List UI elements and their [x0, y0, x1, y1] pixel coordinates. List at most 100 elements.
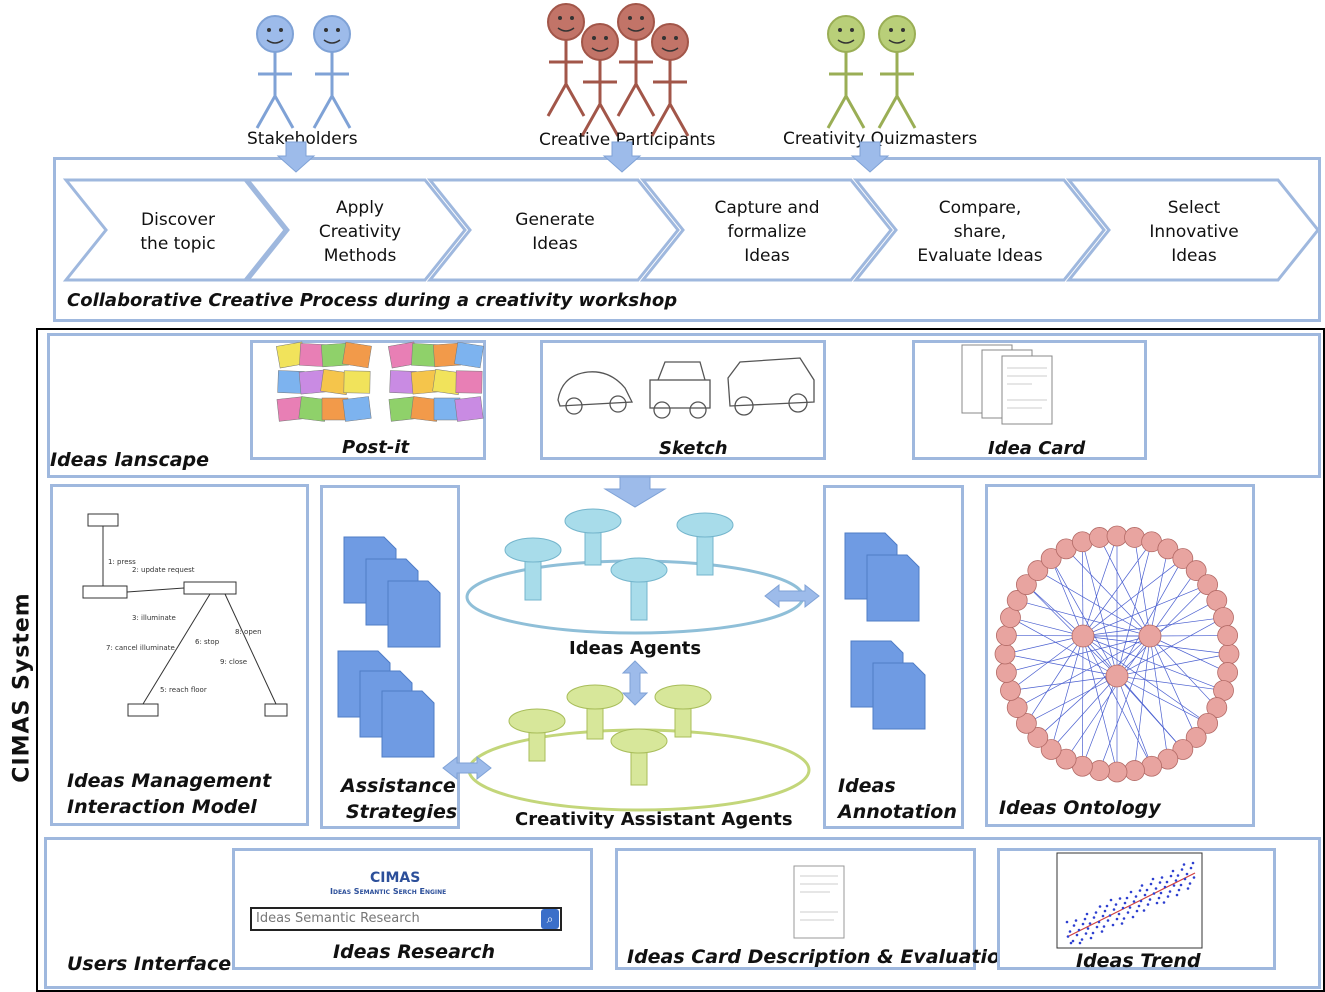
trend-point [1140, 884, 1144, 887]
ontology-node [1071, 531, 1093, 553]
trend-point [1077, 928, 1081, 932]
sketch-cars-image [557, 357, 815, 419]
actor-figure-icon [650, 23, 690, 137]
trend-point [1146, 903, 1150, 906]
actor-stakeholders-label: Stakeholders [247, 129, 358, 149]
ontology-edge [1082, 584, 1208, 637]
postit-note [454, 396, 484, 422]
agent-icon [564, 508, 622, 566]
ontology-graph [994, 525, 1240, 783]
ontology-edge [1149, 635, 1218, 708]
agent-icon [504, 537, 562, 601]
ontology-node [1015, 712, 1037, 734]
process-step-line: Select [1167, 198, 1221, 218]
trend-point [1132, 900, 1136, 903]
ontology-edge [1050, 558, 1118, 677]
trend-point [1145, 888, 1149, 892]
process-step-line: Compare, [938, 198, 1022, 218]
actor-figure-icon [616, 3, 656, 117]
ontology-edge [1149, 635, 1197, 738]
ontology-edge [1116, 584, 1208, 677]
ideas-research-label: Ideas Research [333, 941, 496, 963]
strategy-documents-icon [337, 536, 441, 758]
ontology-edge [1116, 617, 1224, 677]
process-step-line: Ideas [1171, 246, 1217, 266]
postit-label: Post-it [342, 437, 410, 458]
process-step-chevron [1065, 178, 1320, 282]
ontology-edge [1065, 548, 1151, 637]
trend-point [1138, 889, 1142, 892]
trend-point [1177, 888, 1181, 892]
trend-point [1086, 927, 1090, 930]
trend-point [1115, 917, 1119, 921]
ontology-node [1197, 574, 1219, 596]
ontology-edge [1116, 653, 1230, 677]
trend-point [1122, 917, 1126, 920]
ontology-node [1157, 538, 1179, 560]
process-chevrons [62, 141, 1320, 282]
process-step-line: the topic [140, 234, 216, 254]
trend-point [1176, 874, 1180, 877]
ontology-edge [1082, 535, 1118, 637]
actor-figure-icon [877, 15, 917, 129]
trend-point [1163, 885, 1167, 889]
ontology-edge [1026, 635, 1084, 724]
ontology-edge [1017, 635, 1151, 708]
process-step-line: Generate [515, 210, 595, 230]
actor-figure-icon [255, 15, 295, 129]
assistance-label-2: Strategies [346, 801, 458, 823]
ontology-node [1040, 739, 1062, 760]
trend-point [1089, 936, 1093, 940]
ontology-node [1217, 662, 1239, 683]
ontology-edge [1116, 541, 1152, 677]
management-box [50, 484, 309, 826]
trend-point [1081, 922, 1085, 926]
ontology-edge [1082, 635, 1084, 767]
trend-point [1072, 924, 1076, 927]
trend-point [1065, 920, 1069, 924]
ontology-edge [1134, 537, 1151, 637]
ontology-node [995, 662, 1017, 683]
ontology-node [995, 625, 1017, 646]
trend-scatter-image [1056, 852, 1203, 949]
ontology-node [1172, 739, 1194, 760]
process-step-line: Ideas [532, 234, 578, 254]
search-icon[interactable]: ⌕ [541, 909, 559, 929]
sketch-label: Sketch [659, 438, 728, 459]
ontology-edge [1082, 541, 1118, 677]
ontology-node [1089, 760, 1110, 781]
trend-point [1129, 890, 1133, 894]
ontology-edge [1149, 548, 1169, 637]
trend-point [1158, 881, 1162, 884]
svg-text:3: illuminate: 3: illuminate [132, 614, 176, 622]
svg-text:7: cancel illuminate: 7: cancel illuminate [106, 644, 175, 652]
process-step-line: Capture and [714, 198, 820, 218]
actor-participants-label: Creative Participants [539, 130, 716, 150]
trend-point [1180, 868, 1184, 871]
process-step-line: Apply [336, 198, 384, 218]
trend-point [1101, 914, 1105, 918]
ontology-node [1213, 607, 1234, 628]
document-icon [381, 690, 435, 758]
trend-point [1152, 892, 1156, 895]
trend-point [1083, 917, 1087, 921]
trend-point [1183, 877, 1187, 881]
trend-point [1066, 935, 1070, 938]
trend-point [1131, 915, 1135, 919]
ontology-node [1055, 748, 1077, 770]
trend-point [1102, 925, 1106, 928]
agent-icon [508, 708, 566, 762]
trend-point [1189, 866, 1193, 870]
trend-point [1186, 887, 1190, 890]
idea-card-image [961, 344, 1053, 425]
postit-note [454, 341, 484, 369]
assistance-label-1: Assistance [341, 775, 456, 797]
ontology-edge [1004, 635, 1084, 655]
semantic-search-input[interactable]: Ideas Semantic Research [250, 907, 562, 931]
trend-point [1097, 920, 1101, 924]
trend-line [1066, 872, 1196, 938]
ontology-node [1172, 548, 1194, 569]
